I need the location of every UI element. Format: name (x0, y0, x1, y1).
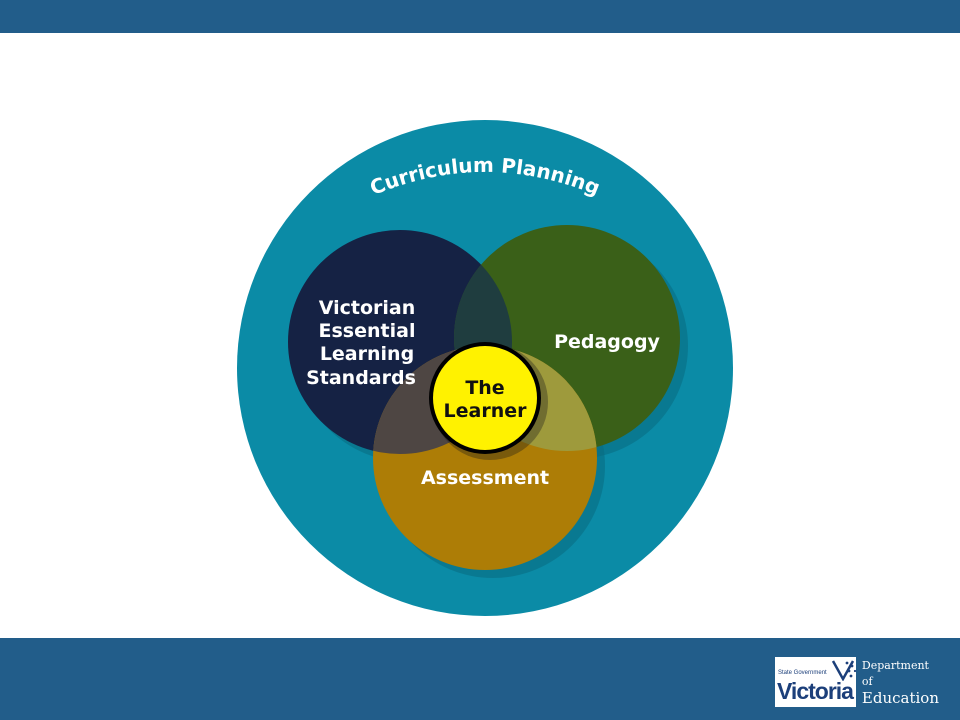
department-logo: State Government Victoria Department of … (775, 656, 939, 708)
southern-cross-icon (831, 660, 857, 681)
learner-label: The Learner (444, 377, 528, 422)
logo-state-government-text: State Government (778, 670, 827, 676)
department-name: Department of Education (862, 658, 939, 706)
department-line-1: Department of (861, 659, 929, 688)
top-banner (0, 0, 960, 33)
svg-text:The: The (465, 377, 504, 399)
victoria-logo-box: State Government Victoria (775, 657, 857, 707)
pedagogy-label: Pedagogy (554, 331, 660, 353)
logo-victoria-text: Victoria (777, 678, 854, 704)
svg-text:Victorian: Victorian (319, 297, 416, 319)
svg-text:Learner: Learner (444, 400, 528, 422)
department-line-2: Education (861, 689, 939, 707)
svg-text:Standards: Standards (306, 367, 416, 389)
svg-text:Learning: Learning (320, 343, 414, 365)
svg-text:Essential: Essential (319, 320, 416, 342)
standards-label: Victorian Essential Learning Standards (306, 297, 416, 389)
assessment-label: Assessment (421, 467, 549, 489)
